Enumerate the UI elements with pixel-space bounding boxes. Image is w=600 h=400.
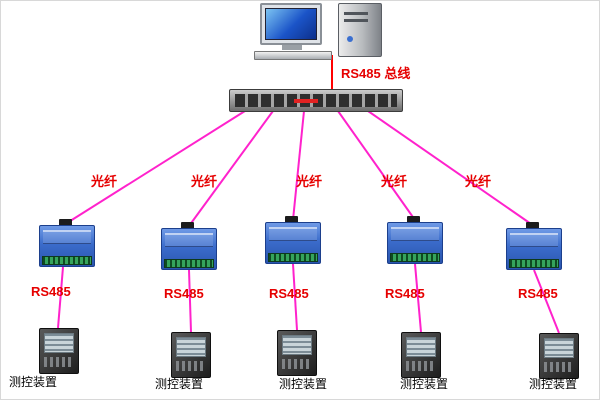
module-faceplate [391, 227, 439, 241]
rs485-label-5: RS485 [518, 286, 558, 301]
fiber-wire-2 [188, 110, 274, 227]
module-connector [407, 216, 420, 223]
fiber-label-3: 光纤 [296, 174, 323, 189]
fiber-converter-module-2 [161, 222, 217, 270]
module-terminal-block [164, 259, 214, 268]
serial-wire-5 [533, 269, 560, 334]
module-connector [181, 222, 194, 229]
control-device-4 [401, 332, 441, 378]
fiber-wire-5 [367, 110, 535, 227]
converter-rack [229, 89, 403, 112]
device-screen [44, 333, 74, 353]
fiber-label-5: 光纤 [465, 174, 492, 189]
fiber-wire-3 [292, 110, 305, 221]
monitor-stand [282, 45, 302, 50]
rs485-label-3: RS485 [269, 286, 309, 301]
module-terminal-block [268, 253, 318, 262]
device-keypad [176, 361, 206, 371]
tower-power-button [347, 36, 353, 42]
module-terminal-block [42, 256, 92, 265]
module-faceplate [269, 227, 317, 241]
monitor-icon [260, 3, 322, 45]
fiber-label-4: 光纤 [381, 174, 408, 189]
module-connector [526, 222, 539, 229]
device-keypad [282, 359, 312, 369]
fiber-converter-module-3 [265, 216, 321, 264]
device-keypad [44, 357, 74, 367]
device-keypad [544, 362, 574, 372]
fiber-wire-4 [337, 110, 416, 221]
fiber-wire-1 [66, 110, 246, 224]
module-connector [59, 219, 72, 226]
keyboard-icon [254, 51, 332, 60]
fiber-label-2: 光纤 [191, 174, 218, 189]
rack-led-strip [294, 99, 318, 103]
module-terminal-block [390, 253, 440, 262]
device-screen [544, 338, 574, 358]
monitor-screen [265, 8, 317, 40]
device-label-5: 测控装置 [529, 377, 578, 391]
device-label-3: 测控装置 [279, 377, 328, 391]
module-connector [285, 216, 298, 223]
device-screen [406, 337, 436, 357]
fiber-converter-module-4 [387, 216, 443, 264]
rs485-label-4: RS485 [385, 286, 425, 301]
device-screen [282, 335, 312, 355]
module-faceplate [510, 233, 558, 247]
control-device-5 [539, 333, 579, 379]
device-keypad [406, 361, 436, 371]
bus-label: RS485 总线 [341, 66, 411, 81]
fiber-converter-module-1 [39, 219, 95, 267]
device-screen [176, 337, 206, 357]
device-label-4: 测控装置 [400, 377, 449, 391]
rs485-label-1: RS485 [31, 284, 71, 299]
module-terminal-block [509, 259, 559, 268]
module-faceplate [165, 233, 213, 247]
device-label-2: 测控装置 [155, 377, 204, 391]
tower-drive-slot [344, 19, 368, 22]
fiber-converter-module-5 [506, 222, 562, 270]
host-computer [254, 3, 396, 63]
module-faceplate [43, 230, 91, 244]
tower-drive-slot [344, 12, 368, 15]
device-label-1: 测控装置 [9, 375, 58, 389]
control-device-3 [277, 330, 317, 376]
pc-tower-icon [338, 3, 382, 57]
control-device-2 [171, 332, 211, 378]
rs485-label-2: RS485 [164, 286, 204, 301]
control-device-1 [39, 328, 79, 374]
serial-wire-2 [188, 269, 192, 333]
fiber-label-1: 光纤 [91, 174, 118, 189]
